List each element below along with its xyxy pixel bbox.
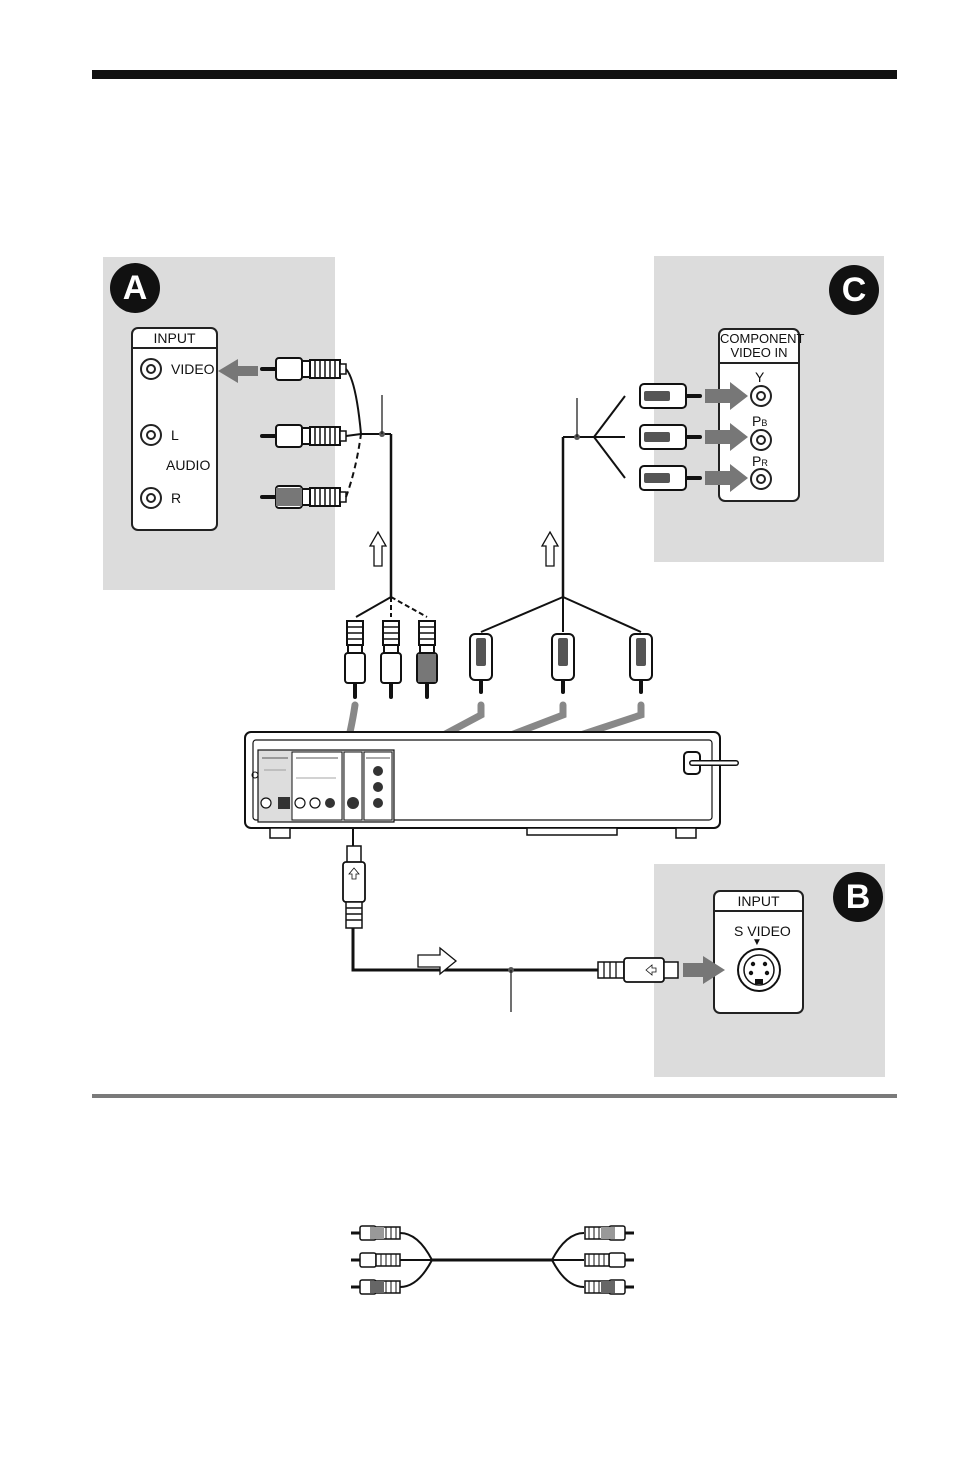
video-plug-yellow <box>262 358 346 380</box>
up-arrow-c <box>542 532 558 566</box>
video-plug-yellow-v <box>345 621 365 697</box>
audio-plug-white-v <box>381 621 401 697</box>
arrow-to-pb-jack <box>705 423 748 451</box>
component-plug-y-v <box>470 634 492 692</box>
svideo-plug-tv <box>598 958 678 982</box>
cable-c-y <box>594 396 625 437</box>
fan-a-r <box>391 597 427 617</box>
svideo-jack <box>738 949 780 991</box>
cable-a-video <box>346 369 361 434</box>
fan-c-pr <box>563 597 641 632</box>
component-plug-pr-v <box>630 634 652 692</box>
component-plug-pr <box>640 466 700 490</box>
arrow-to-y-jack <box>705 382 748 410</box>
fan-a-video <box>356 597 391 617</box>
arrow-to-svideo-jack <box>683 956 725 984</box>
red-plug-shade <box>276 488 302 506</box>
cable-a-r <box>346 434 361 497</box>
audio-plug-white <box>262 425 346 447</box>
up-arrow-a <box>370 532 386 566</box>
arrow-to-video-jack <box>218 359 258 383</box>
fan-c-y <box>481 597 563 632</box>
component-plug-pb-v <box>552 634 574 692</box>
dvd-player-rear <box>245 732 736 838</box>
red-plug-v-shade <box>418 654 436 682</box>
svideo-cable <box>353 928 598 970</box>
cable-a-l <box>346 434 361 436</box>
audio-video-cable-illustration <box>351 1226 634 1294</box>
component-plug-y <box>640 384 700 408</box>
cable-c-pr <box>594 437 625 478</box>
audio-plug-red <box>262 486 346 508</box>
component-plug-pb <box>640 425 700 449</box>
svideo-plug-player <box>343 846 365 928</box>
arrow-to-pr-jack <box>705 464 748 492</box>
